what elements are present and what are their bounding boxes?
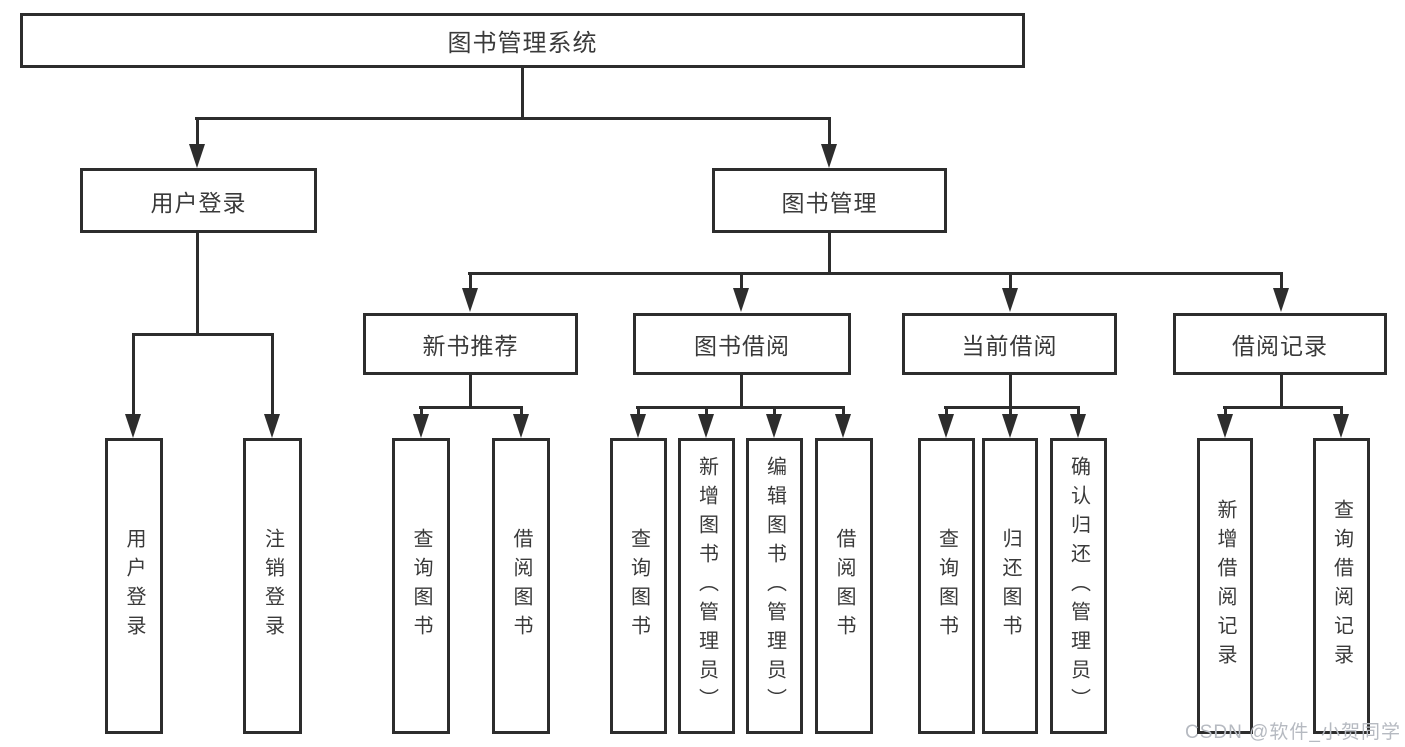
leaf-label: 借阅图书 (833, 528, 855, 644)
arrow-down-icon (938, 414, 954, 438)
leaf-query-borrow-record: 查询借阅记录 (1313, 438, 1370, 734)
connector-line (828, 233, 831, 274)
leaf-confirm-return-admin: 确认归还（管理员） (1050, 438, 1107, 734)
leaf-label: 查询图书 (935, 528, 958, 644)
leaf-label: 借阅图书 (510, 528, 532, 644)
connector-line (469, 272, 472, 290)
arrow-down-icon (1070, 414, 1086, 438)
arrow-down-icon (733, 288, 749, 312)
node-book-management: 图书管理 (712, 168, 947, 233)
connector-line (1223, 406, 1343, 409)
connector-line (195, 117, 831, 120)
connector-line (705, 406, 708, 416)
leaf-label: 注销登录 (261, 528, 284, 644)
connector-line (944, 406, 1080, 409)
arrow-down-icon (462, 288, 478, 312)
connector-line (740, 374, 743, 408)
node-new-book-recommend: 新书推荐 (363, 313, 578, 375)
connector-line (1224, 406, 1227, 416)
connector-line (132, 333, 135, 416)
csdn-watermark: CSDN @软件_小贺同学 (1185, 722, 1401, 743)
node-label: 用户登录 (150, 189, 247, 216)
leaf-borrow-books: 借阅图书 (815, 438, 873, 734)
leaf-label: 用户登录 (123, 528, 145, 644)
arrow-down-icon (189, 144, 205, 168)
leaf-user-login: 用户登录 (105, 438, 163, 734)
node-current-borrow: 当前借阅 (902, 313, 1117, 375)
node-label: 图书管理 (781, 189, 878, 216)
leaf-query-books-recommend: 查询图书 (392, 438, 450, 734)
connector-line (636, 406, 845, 409)
node-label: 图书管理系统 (447, 30, 598, 57)
connector-line (468, 272, 1283, 275)
connector-line (945, 406, 948, 416)
connector-line (1009, 272, 1012, 290)
arrow-down-icon (1002, 288, 1018, 312)
leaf-label: 查询图书 (627, 528, 650, 644)
arrow-down-icon (1002, 414, 1018, 438)
connector-line (1009, 374, 1012, 408)
leaf-label: 确认归还（管理员） (1067, 455, 1090, 717)
arrow-down-icon (766, 414, 782, 438)
leaf-label: 新增借阅记录 (1214, 499, 1236, 673)
arrow-down-icon (125, 414, 141, 438)
leaf-query-books-borrow: 查询图书 (610, 438, 667, 734)
arrow-down-icon (821, 144, 837, 168)
node-label: 图书借阅 (694, 333, 790, 359)
arrow-down-icon (413, 414, 429, 438)
connector-line (420, 406, 423, 416)
arrow-down-icon (1273, 288, 1289, 312)
arrow-down-icon (835, 414, 851, 438)
leaf-edit-books-admin: 编辑图书（管理员） (746, 438, 803, 734)
connector-line (773, 406, 776, 416)
connector-line (271, 333, 274, 416)
connector-line (637, 406, 640, 416)
leaf-query-books-current: 查询图书 (918, 438, 975, 734)
connector-line (1077, 406, 1080, 416)
connector-line (419, 406, 522, 409)
node-book-borrow: 图书借阅 (633, 313, 851, 375)
connector-line (196, 233, 199, 334)
node-user-login: 用户登录 (80, 168, 317, 233)
connector-line (1340, 406, 1343, 416)
leaf-add-books-admin: 新增图书（管理员） (678, 438, 735, 734)
leaf-borrow-books-recommend: 借阅图书 (492, 438, 550, 734)
node-label: 借阅记录 (1232, 333, 1328, 359)
leaf-label: 新增图书（管理员） (695, 455, 718, 717)
leaf-return-books: 归还图书 (982, 438, 1038, 734)
connector-line (740, 272, 743, 290)
node-label: 当前借阅 (961, 333, 1058, 359)
connector-line (469, 374, 472, 408)
connector-line (842, 406, 845, 416)
arrow-down-icon (698, 414, 714, 438)
connector-line (520, 406, 523, 416)
connector-line (1280, 374, 1283, 408)
connector-line (828, 117, 831, 146)
arrow-down-icon (1333, 414, 1349, 438)
arrow-down-icon (513, 414, 529, 438)
connector-line (196, 117, 199, 146)
node-label: 新书推荐 (422, 333, 519, 359)
connector-line (132, 333, 274, 336)
leaf-label: 查询图书 (410, 528, 432, 644)
leaf-logout: 注销登录 (243, 438, 302, 734)
node-library-system: 图书管理系统 (20, 13, 1025, 68)
arrow-down-icon (264, 414, 280, 438)
connector-line (1009, 406, 1012, 416)
leaf-add-borrow-record: 新增借阅记录 (1197, 438, 1253, 734)
arrow-down-icon (1217, 414, 1233, 438)
connector-line (521, 68, 524, 118)
leaf-label: 查询借阅记录 (1330, 499, 1353, 673)
connector-line (1280, 272, 1283, 290)
leaf-label: 编辑图书（管理员） (763, 455, 786, 717)
leaf-label: 归还图书 (999, 528, 1021, 644)
arrow-down-icon (630, 414, 646, 438)
node-borrow-records: 借阅记录 (1173, 313, 1387, 375)
